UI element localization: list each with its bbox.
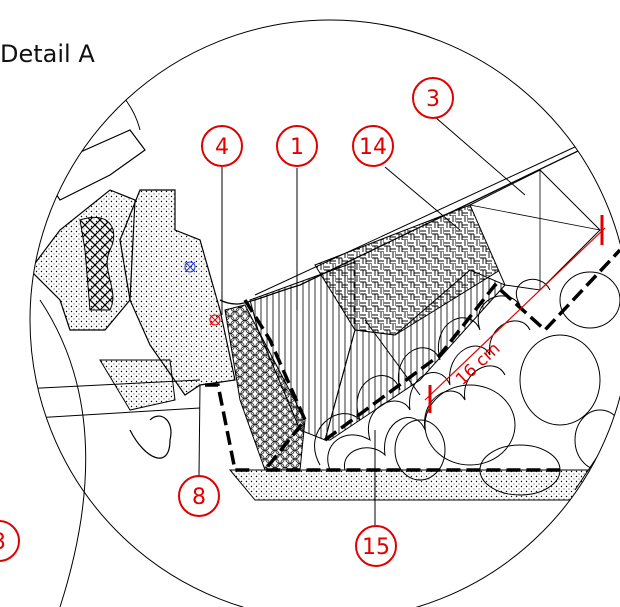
leader-3	[434, 116, 526, 196]
dimension-line	[424, 215, 606, 413]
callout-1: 1	[276, 125, 318, 167]
callout-15: 15	[355, 525, 397, 567]
callout-8: 8	[178, 475, 220, 517]
layer-3	[469, 169, 601, 291]
callout-14: 14	[352, 125, 394, 167]
leader-8	[198, 384, 201, 476]
membrane	[243, 299, 560, 472]
detail-circle	[29, 19, 620, 607]
leader-14	[384, 166, 461, 231]
adjacent-detail-arc	[39, 299, 87, 607]
blue-marker-icon	[184, 261, 196, 273]
seal-braid	[79, 216, 115, 311]
red-marker-icon	[209, 314, 221, 326]
window-sash	[39, 129, 146, 201]
detail-title: Detail A	[0, 40, 95, 68]
base-slab	[228, 469, 620, 501]
callout-4: 4	[201, 125, 243, 167]
callout-3: 3	[412, 77, 454, 119]
